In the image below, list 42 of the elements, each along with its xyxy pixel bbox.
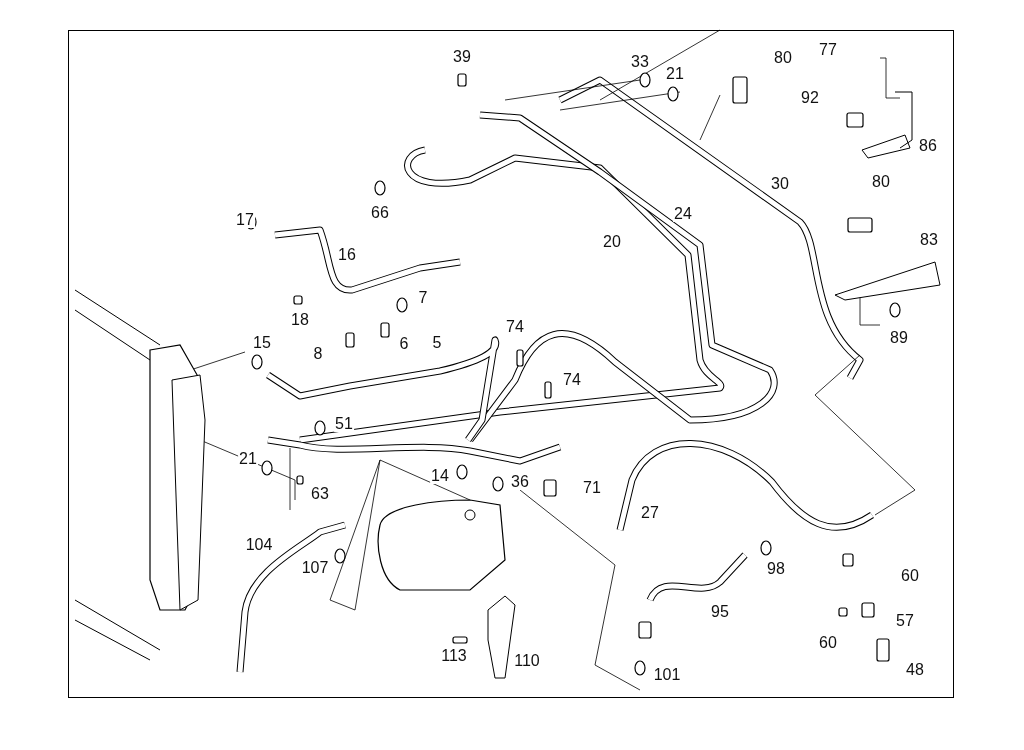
callout-number: 98 — [766, 561, 786, 577]
callout-number: 33 — [630, 54, 650, 70]
callout-number: 21 — [665, 66, 685, 82]
callout-number: 113 — [440, 648, 468, 664]
callout-number: 30 — [770, 176, 790, 192]
callout-number: 77 — [818, 42, 838, 58]
callout-number: 60 — [818, 635, 838, 651]
callout-number: 5 — [431, 335, 443, 351]
callout-number: 101 — [652, 667, 682, 683]
callout-number: 14 — [430, 468, 450, 484]
callout-number: 18 — [290, 312, 310, 328]
callout-number: 8 — [312, 346, 324, 362]
callout-number: 66 — [370, 205, 390, 221]
callout-number: 36 — [510, 474, 530, 490]
callout-number: 86 — [918, 138, 938, 154]
callout-number: 80 — [773, 50, 793, 66]
callout-number: 60 — [900, 568, 920, 584]
callout-number: 24 — [673, 206, 693, 222]
callout-number: 6 — [398, 336, 410, 352]
callout-number: 16 — [337, 247, 357, 263]
callout-number: 57 — [895, 613, 915, 629]
callout-number: 110 — [513, 653, 541, 669]
callout-number: 39 — [452, 49, 472, 65]
callout-number: 74 — [562, 372, 582, 388]
callout-number: 15 — [252, 335, 272, 351]
callout-number: 27 — [640, 505, 660, 521]
callout-number: 92 — [800, 90, 820, 106]
callout-number: 80 — [871, 174, 891, 190]
callout-number: 71 — [582, 480, 602, 496]
callout-number: 83 — [919, 232, 939, 248]
callout-number: 107 — [300, 560, 330, 576]
callout-number: 95 — [710, 604, 730, 620]
callout-number: 51 — [334, 416, 354, 432]
callout-number: 74 — [505, 319, 525, 335]
callout-number: 104 — [244, 537, 274, 553]
callout-number: 21 — [238, 451, 258, 467]
callout-number: 48 — [905, 662, 925, 678]
callout-number: 7 — [417, 290, 429, 306]
callout-number: 17 — [235, 212, 255, 228]
callout-number: 20 — [602, 234, 622, 250]
callout-number: 63 — [310, 486, 330, 502]
callout-number: 89 — [889, 330, 909, 346]
